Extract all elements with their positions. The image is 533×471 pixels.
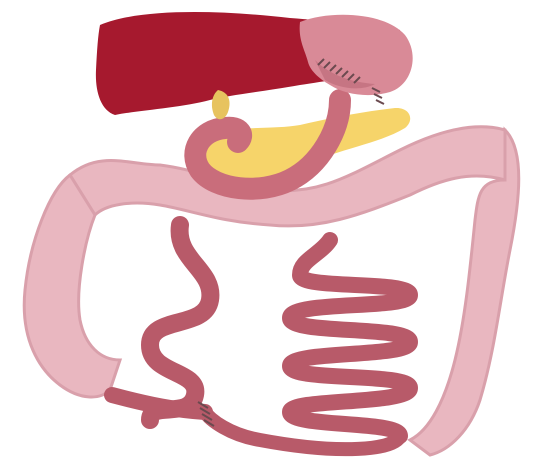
stomach-icon — [300, 15, 413, 95]
small-intestine-left-loop — [150, 225, 210, 420]
small-intestine-right-coil — [290, 240, 410, 436]
small-intestine-icon — [112, 225, 410, 449]
